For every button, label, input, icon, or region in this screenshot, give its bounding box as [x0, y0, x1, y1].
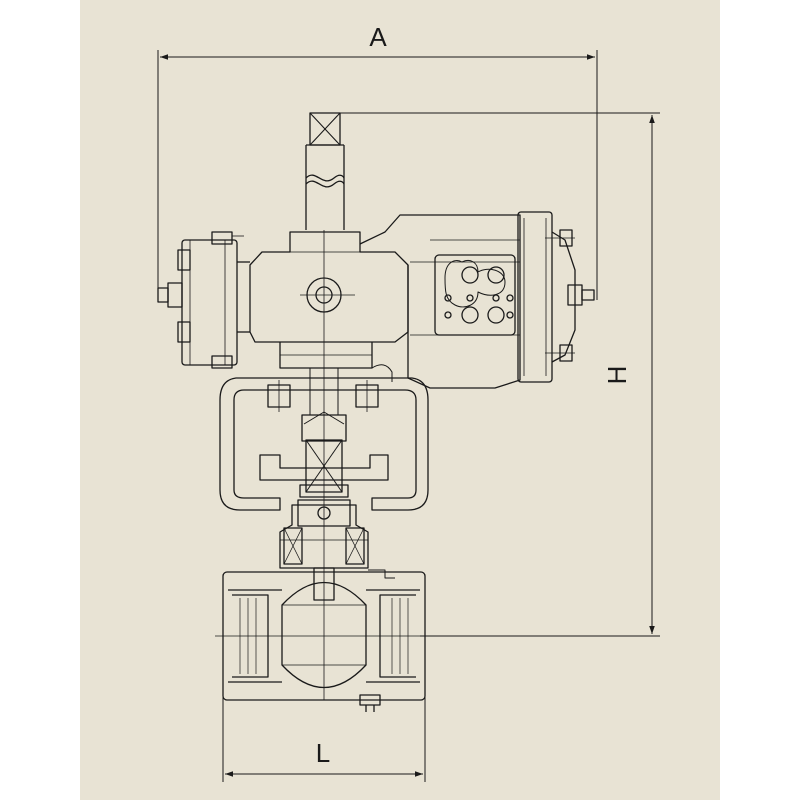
ball-valve-body	[222, 567, 426, 712]
gland-bonnet	[279, 499, 395, 579]
right-flange	[517, 211, 595, 383]
coupling	[299, 368, 349, 498]
dimension-h-label: H	[602, 366, 632, 385]
actuator-housing	[249, 231, 409, 369]
dimension-l-label: L	[316, 738, 330, 768]
solenoid-manifold	[434, 254, 516, 336]
dimension-l: L	[222, 690, 426, 782]
center-lines	[215, 230, 435, 700]
top-shaft	[305, 112, 345, 230]
left-end-cap	[157, 231, 250, 369]
dimension-a-label: A	[369, 22, 387, 52]
dimension-a: A	[157, 22, 598, 300]
mounting-bracket	[219, 364, 429, 511]
dimension-h: H	[325, 112, 660, 637]
